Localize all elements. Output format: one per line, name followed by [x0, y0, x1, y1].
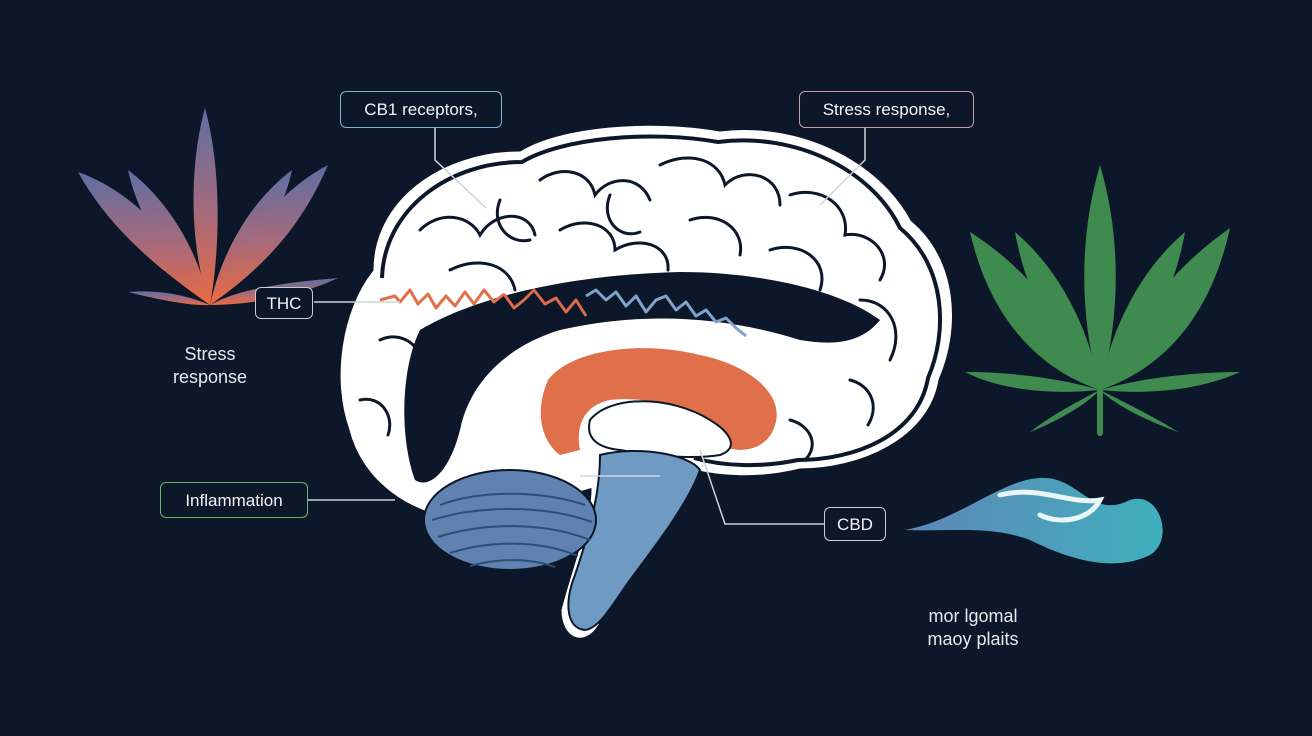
- thc-label: THC: [255, 287, 313, 319]
- stress-response-label: Stress response,: [799, 91, 974, 128]
- stress-line-1: Stress: [184, 344, 236, 364]
- cannabis-leaf-gradient-icon: [78, 108, 338, 306]
- brain-illustration: [337, 122, 955, 641]
- stress-line-2: response: [172, 366, 248, 387]
- neural-signal-line: [379, 288, 747, 338]
- wave-icon: [905, 477, 1163, 564]
- connector-lines: [308, 127, 866, 525]
- cannabis-leaf-green-icon: [965, 165, 1240, 436]
- plants-side-text: mor lgomal maoy plaits: [898, 605, 1048, 650]
- cerebellum: [423, 469, 597, 571]
- stress-response-side-text: Stress response: [150, 343, 270, 388]
- cbd-label: CBD: [824, 507, 886, 541]
- cb1-receptors-label: CB1 receptors,: [340, 91, 502, 128]
- inflammation-label: Inflammation: [160, 482, 308, 518]
- plants-line-2: maoy plaits: [927, 628, 1019, 649]
- plants-line-1: mor lgomal: [928, 606, 1018, 626]
